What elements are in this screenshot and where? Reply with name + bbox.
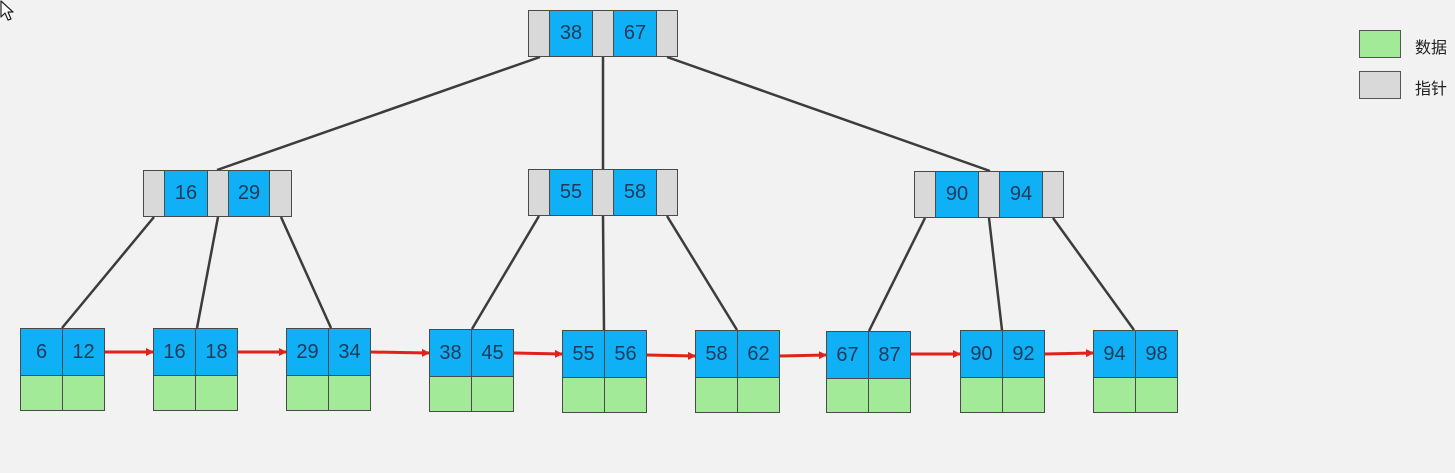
leaf-5-data-1 [604, 377, 647, 413]
tree-edge-11 [987, 217, 1004, 331]
internal-1-pointer-0 [143, 170, 165, 217]
tree-edge-7 [470, 215, 541, 330]
internal-3-key-0: 90 [935, 171, 979, 218]
legend-data-swatch [1359, 30, 1401, 58]
leaf-4-data-1 [471, 376, 514, 412]
internal-2-key-1: 58 [613, 169, 657, 216]
internal-1-pointer-1 [207, 170, 229, 217]
leaf-4-key-1: 45 [471, 329, 514, 377]
internal-1-pointer-2 [269, 170, 292, 217]
leaf-9-key-0: 94 [1093, 330, 1136, 378]
leaf-5-data-0 [562, 377, 605, 413]
internal-2-pointer-1 [592, 169, 614, 216]
internal-2-pointer-0 [528, 169, 550, 216]
leaf-link-arrow-3 [370, 348, 430, 357]
leaf-7-key-1: 87 [868, 331, 911, 379]
tree-edge-1 [216, 55, 541, 172]
leaf-2-key-1: 18 [195, 328, 238, 376]
leaf-2-key-0: 16 [153, 328, 196, 376]
leaf-7-data-0 [826, 378, 869, 413]
leaf-8-data-0 [960, 377, 1003, 413]
legend-pointer-label: 指针 [1415, 79, 1448, 98]
leaf-9-key-1: 98 [1135, 330, 1178, 378]
internal-3-pointer-0 [914, 171, 936, 218]
leaf-8-key-0: 90 [960, 330, 1003, 378]
leaf-3-key-1: 34 [328, 328, 371, 376]
tree-edge-3 [666, 55, 991, 173]
leaf-8-data-1 [1002, 377, 1045, 413]
leaf-3-data-1 [328, 375, 371, 411]
tree-edge-9 [665, 215, 739, 331]
leaf-link-arrow-5 [646, 351, 696, 360]
root-pointer-1 [592, 10, 614, 57]
leaf-2-data-0 [153, 375, 196, 411]
legend-data-label: 数据 [1415, 38, 1448, 57]
tree-edge-4 [61, 216, 155, 329]
leaf-6-key-0: 58 [695, 330, 738, 378]
leaf-link-arrow-6 [779, 351, 827, 360]
internal-3-pointer-2 [1042, 171, 1064, 218]
leaf-1-data-0 [20, 375, 63, 411]
leaf-6-key-1: 62 [737, 330, 780, 378]
root-pointer-2 [656, 10, 678, 57]
internal-1-key-1: 29 [228, 170, 270, 217]
tree-edge-12 [1051, 217, 1136, 331]
mouse-cursor-icon [0, 0, 14, 21]
leaf-3-data-0 [286, 375, 329, 411]
leaf-1-data-1 [62, 375, 105, 411]
leaf-4-data-0 [429, 376, 472, 412]
root-pointer-0 [528, 10, 550, 57]
leaf-5-key-0: 55 [562, 330, 605, 378]
internal-3-pointer-1 [978, 171, 1000, 218]
leaf-6-data-0 [695, 377, 738, 413]
leaf-4-key-0: 38 [429, 329, 472, 377]
leaf-link-arrow-4 [513, 349, 563, 358]
tree-edge-10 [867, 217, 927, 332]
leaf-2-data-1 [195, 375, 238, 411]
legend-pointer-swatch [1359, 71, 1401, 99]
internal-1-key-0: 16 [164, 170, 208, 217]
leaf-7-data-1 [868, 378, 911, 413]
tree-edge-6 [279, 216, 333, 329]
internal-2-pointer-2 [656, 169, 678, 216]
leaf-1-key-0: 6 [20, 328, 63, 376]
leaf-9-data-1 [1135, 377, 1178, 413]
tree-edge-5 [195, 216, 220, 329]
root-key-0: 38 [549, 10, 593, 57]
leaf-8-key-1: 92 [1002, 330, 1045, 378]
leaf-7-key-0: 67 [826, 331, 869, 379]
internal-3-key-1: 94 [999, 171, 1043, 218]
internal-2-key-0: 55 [549, 169, 593, 216]
leaf-9-data-0 [1093, 377, 1136, 413]
leaf-link-arrow-8 [1044, 349, 1094, 358]
root-key-1: 67 [613, 10, 657, 57]
leaf-6-data-1 [737, 377, 780, 413]
leaf-5-key-1: 56 [604, 330, 647, 378]
leaf-3-key-0: 29 [286, 328, 329, 376]
tree-edge-8 [601, 215, 606, 331]
leaf-1-key-1: 12 [62, 328, 105, 376]
